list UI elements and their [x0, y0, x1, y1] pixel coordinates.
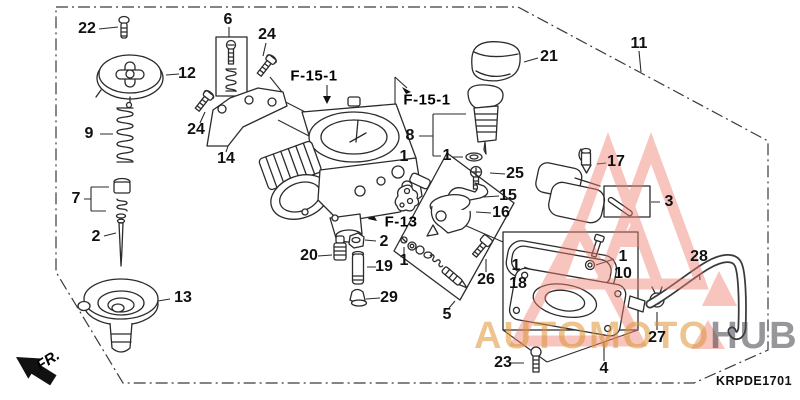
part-label-13: 13	[174, 289, 192, 306]
part-label-1c: 1	[399, 252, 409, 269]
screw-24-upper	[255, 53, 278, 78]
jet-holder-19	[353, 252, 364, 285]
part-label-21: 21	[540, 48, 558, 65]
jet-needle-2	[118, 219, 125, 266]
slow-jet-20	[334, 236, 346, 260]
part-label-9: 9	[84, 125, 94, 142]
part-label-12: 12	[178, 65, 196, 82]
part-label-6: 6	[223, 11, 233, 28]
part-label-27: 27	[648, 329, 666, 346]
bracket-14	[207, 88, 287, 146]
part-label-7: 7	[71, 190, 81, 207]
carburetor-body	[258, 97, 431, 242]
part-label-18: 18	[509, 275, 527, 292]
screw-22	[119, 17, 129, 39]
diagram-code: KRPDE1701	[715, 374, 793, 388]
part-label-8: 8	[405, 127, 415, 144]
figure-ref-f15-1a: F-15-1	[290, 67, 338, 85]
part-label-1d: 1	[511, 257, 521, 274]
float-valve-17	[579, 149, 591, 174]
needle-holder-7	[114, 179, 130, 219]
float-3	[530, 161, 650, 225]
part-label-23: 23	[494, 354, 512, 371]
part-label-28: 28	[690, 248, 708, 265]
drain-tube-28	[650, 258, 742, 335]
part-label-19: 19	[375, 258, 393, 275]
main-jet-2	[349, 233, 364, 248]
pilot-screw-set-5	[394, 153, 514, 300]
screw-set-6	[216, 37, 247, 96]
part-label-10: 10	[614, 265, 632, 282]
diaphragm-13	[78, 279, 158, 352]
figure-ref-f15-1b: F-15-1	[403, 91, 451, 109]
screw-24-lower	[193, 89, 215, 113]
watermark-brand-primary: AUTOMOTO	[474, 315, 711, 357]
cover-12	[96, 55, 163, 108]
part-label-25: 25	[506, 165, 524, 182]
figure-ref-f13: F-13	[384, 213, 418, 231]
starter-valve-8	[466, 85, 503, 161]
part-label-4: 4	[599, 360, 609, 377]
pump-body-16	[427, 192, 471, 236]
fr-arrow	[16, 356, 57, 386]
part-label-1e: 1	[618, 248, 628, 265]
part-label-26: 26	[477, 271, 495, 288]
part-label-15: 15	[499, 187, 517, 204]
part-label-5: 5	[442, 306, 452, 323]
float-chamber-group-4	[503, 232, 645, 337]
watermark-brand: AUTOMOTOHUB	[474, 317, 799, 355]
cap-29	[350, 290, 367, 307]
screw-26	[470, 234, 493, 259]
part-label-16: 16	[492, 204, 510, 221]
part-label-14: 14	[217, 150, 235, 167]
part-label-1b: 1	[399, 148, 409, 165]
part-label-24b: 24	[187, 121, 205, 138]
part-label-3: 3	[664, 193, 674, 210]
part-label-20: 20	[300, 247, 318, 264]
part-label-1a: 1	[442, 147, 452, 164]
watermark-brand-secondary: HUB	[710, 315, 799, 357]
part-label-11: 11	[630, 35, 648, 52]
diagram-border	[56, 7, 768, 383]
part-label-24a: 24	[258, 26, 276, 43]
watermark-logo	[518, 148, 737, 349]
part-label-29: 29	[380, 289, 398, 306]
part-label-22: 22	[78, 20, 96, 37]
spring-9	[117, 108, 133, 162]
gasket-1	[395, 185, 418, 211]
part-label-2b: 2	[379, 233, 389, 250]
cap-21	[472, 42, 520, 81]
screw-23	[531, 347, 541, 372]
part-label-17: 17	[607, 153, 625, 170]
part-label-2a: 2	[91, 228, 101, 245]
